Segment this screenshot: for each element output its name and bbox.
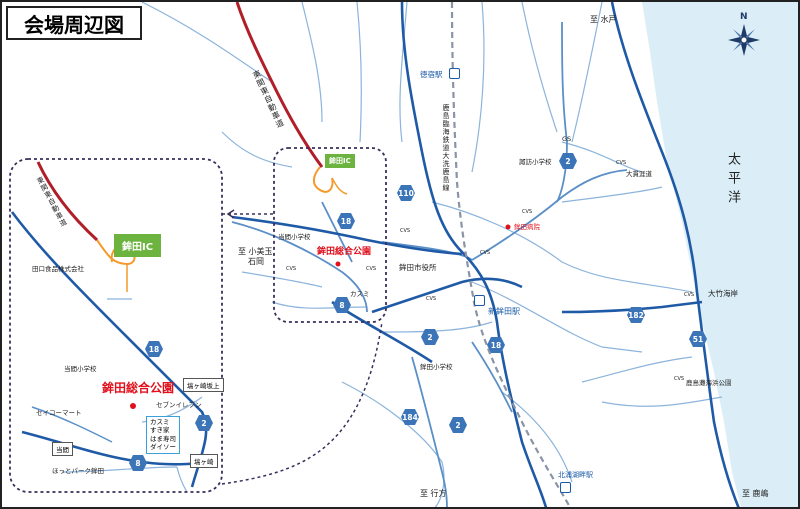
station-icon (449, 68, 460, 79)
compass-icon: N (724, 12, 764, 62)
inset-store-2: すき家 (150, 426, 170, 435)
inset-ic-badge: 鉾田IC (114, 234, 162, 257)
inset-route-2-shield: 2 (194, 414, 214, 432)
direction-ishioka: 石岡 (248, 257, 264, 266)
route-51-shield: 51 (688, 330, 708, 348)
route-2c-shield: 2 (448, 416, 468, 434)
place-suwa-elementary: 諏訪小学校 (519, 158, 552, 166)
cvs-marker: CVS (522, 209, 533, 215)
direction-namegata: 至 行方 (420, 489, 447, 498)
route-2-shield: 2 (558, 152, 578, 170)
cvs-marker: CVS (480, 250, 491, 256)
inset-stores-box: カスミ すき家 はま寿司 ダイソー (146, 416, 180, 454)
station-icon (560, 482, 571, 493)
route-2b-shield: 2 (420, 328, 440, 346)
venue-frame (273, 147, 387, 323)
inset-store-4: ダイソー (150, 443, 176, 452)
place-gs: GS (562, 135, 572, 143)
inset-store-1: カスミ (150, 418, 170, 426)
cvs-marker: CVS (426, 296, 437, 302)
route-110-shield: 110 (396, 184, 416, 202)
inset-store-3: はま寿司 (150, 434, 176, 443)
direction-kashima: 至 鹿嶋 (742, 489, 769, 498)
route-18-shield: 18 (336, 212, 356, 230)
inset-venue-label: 鉾田総合公園 (102, 381, 175, 395)
place-seico-mart: セイコーマート (36, 409, 82, 417)
cvs-marker: CVS (684, 292, 695, 298)
place-hotto-park: ほっとパーク鉾田 (52, 467, 104, 475)
cvs-marker: CVS (286, 266, 297, 272)
direction-mito: 至 水戸 (590, 15, 617, 24)
railway-label: 鹿島臨海鉄道大洗鹿島線 (442, 104, 450, 192)
place-hospital: 鉾田病院 (514, 223, 540, 231)
place-tohgasaki-kami: 塙ヶ崎坂上 (183, 378, 224, 392)
place-elementary-south: 鉾田小学校 (420, 363, 453, 371)
route-8-shield: 8 (332, 296, 352, 314)
place-ohnuki: 大貫涯道 (626, 170, 652, 178)
place-kashima-nada-park: 鹿島灘海浜公園 (686, 379, 732, 387)
station-shin-hokota: 新鉾田駅 (488, 307, 520, 316)
place-city-hall: 鉾田市役所 (399, 263, 437, 272)
place-toma-elementary: 当間小学校 (278, 233, 311, 241)
station-icon (474, 295, 485, 306)
cvs-marker: CVS (366, 266, 377, 272)
place-otake-kaigan: 大竹海岸 (708, 289, 738, 298)
route-18b-shield: 18 (486, 336, 506, 354)
ocean-area (642, 2, 798, 507)
station-kitaura: 北浦湖畔駅 (558, 471, 593, 479)
ic-badge: 鉾田IC (325, 154, 355, 168)
inset-route-18-shield: 18 (144, 340, 164, 358)
place-taguchi-food: 田口食品株式会社 (32, 265, 84, 273)
place-seven-eleven: セブンイレブン (156, 401, 202, 409)
place-tohgasaki: 塙ヶ崎 (190, 454, 218, 468)
page-title: 会場周辺図 (6, 6, 142, 40)
route-184-shield: 184 (400, 408, 420, 426)
direction-omitama: 至 小美玉 (238, 247, 273, 256)
station-tokushuku: 徳宿駅 (420, 70, 443, 79)
cvs-marker: CVS (674, 376, 685, 382)
route-182-shield: 182 (626, 306, 646, 324)
place-toma: 当間 (52, 442, 73, 456)
inset-place-toma-elementary: 当間小学校 (64, 365, 97, 373)
inset-route-8-shield: 8 (128, 454, 148, 472)
compass-north-label: N (740, 12, 748, 22)
venue-label: 鉾田総合公園 (317, 247, 372, 257)
cvs-marker: CVS (616, 160, 627, 166)
place-kasumi: カスミ (350, 290, 370, 298)
cvs-marker: CVS (400, 228, 411, 234)
ocean-label: 太平洋 (725, 152, 740, 209)
